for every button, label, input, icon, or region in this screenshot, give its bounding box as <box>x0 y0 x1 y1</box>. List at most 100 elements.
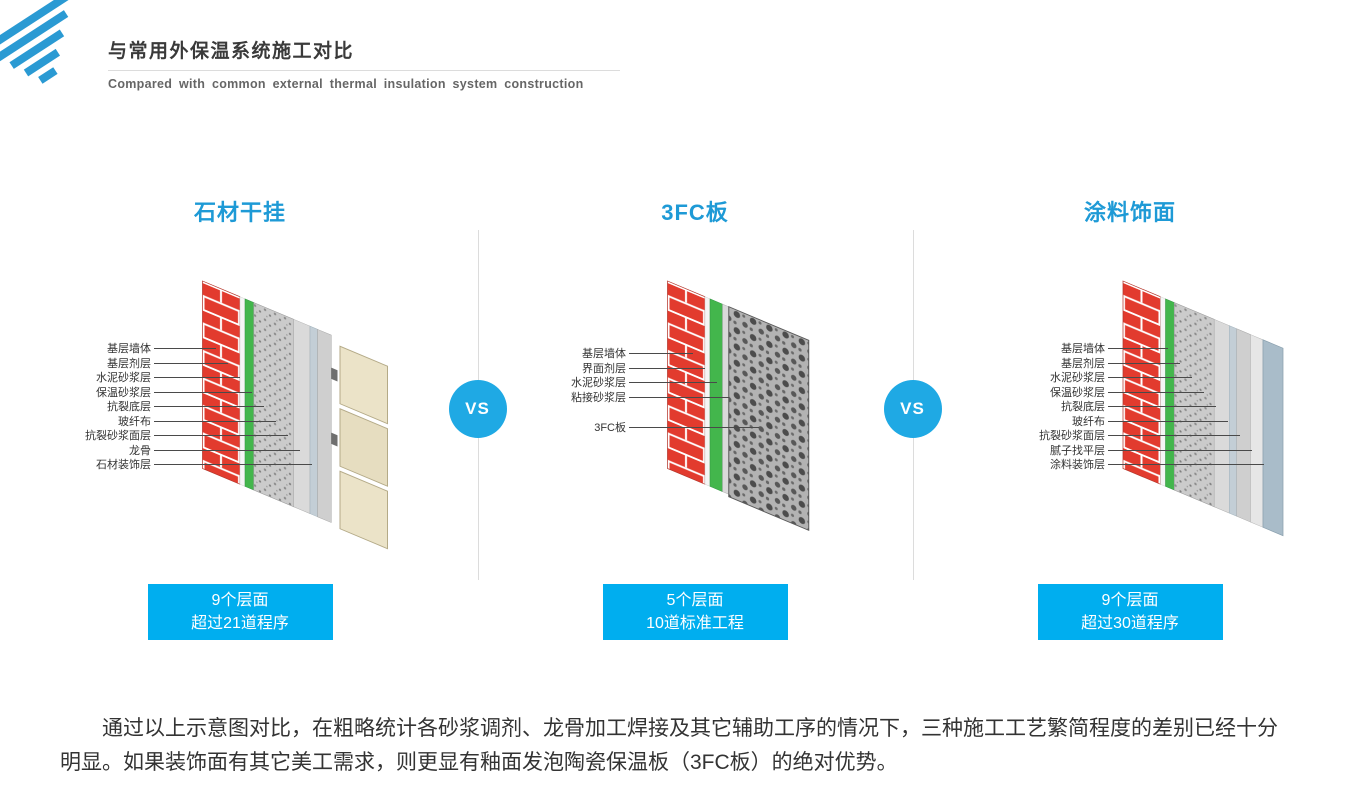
layer-label-row: 抗裂底层 <box>1017 399 1216 414</box>
layer-label-row: 基层剂层 <box>63 356 228 371</box>
layer-label-row: 界面剂层 <box>538 361 705 376</box>
layer-label-row: 腻子找平层 <box>1017 443 1252 458</box>
layer-label: 基层墙体 <box>107 343 151 356</box>
badge-line1: 9个层面 <box>1101 592 1159 609</box>
pointer-line <box>1108 449 1252 451</box>
wall-illustration-paint-finish <box>1122 280 1284 537</box>
pointer-line <box>629 353 693 354</box>
layer-label-row: 基层剂层 <box>1017 356 1180 371</box>
pointer-line <box>1108 377 1192 378</box>
pointer-line <box>154 348 216 349</box>
pointer-line <box>1108 464 1264 465</box>
layer-labels-3fc: 基层墙体 界面剂层 水泥砂浆层 粘接砂浆层 3FC板 <box>538 346 759 435</box>
layer-label-row: 玻纤布 <box>1017 414 1228 429</box>
process-count-badge-stone: 9个层面 超过21道程序 <box>147 584 333 641</box>
layer-label-row: 玻纤布 <box>63 414 276 429</box>
layer-label: 抗裂砂浆面层 <box>1039 430 1105 443</box>
layer-label-row: 基层墙体 <box>1017 341 1168 356</box>
diagram-paint: 基层墙体 基层剂层 水泥砂浆层 保温砂浆层 抗裂底层 玻纤布 抗裂砂浆面层 腻子… <box>965 241 1295 571</box>
pointer-line <box>1108 406 1216 407</box>
layer-label: 基层墙体 <box>582 348 626 361</box>
layer-label-row: 抗裂砂浆面层 <box>1017 428 1240 443</box>
header-divider <box>108 70 620 71</box>
pointer-line <box>629 396 729 398</box>
panel-stone-cladding: 石材干挂 基层墙体 基层剂层 水泥砂浆层 保温砂浆层 抗裂底层 玻纤布 抗裂砂浆… <box>55 195 425 641</box>
company-logo-icon <box>0 0 73 84</box>
layer-label-row: 保温砂浆层 <box>63 385 252 400</box>
layer-label: 玻纤布 <box>118 415 151 428</box>
layer-label-row: 基层墙体 <box>538 346 693 361</box>
layer-label: 基层剂层 <box>107 357 151 370</box>
badge-line2: 10道标准工程 <box>646 615 744 633</box>
layer-label: 水泥砂浆层 <box>1050 372 1105 385</box>
layer-label: 3FC板 <box>594 422 626 435</box>
badge-line2: 超过21道程序 <box>191 615 289 633</box>
diagram-stone: 基层墙体 基层剂层 水泥砂浆层 保温砂浆层 抗裂底层 玻纤布 抗裂砂浆面层 龙骨… <box>55 241 425 571</box>
layer-label-row: 水泥砂浆层 <box>538 375 717 390</box>
vs-badge: VS <box>448 380 507 438</box>
pointer-line <box>154 420 276 422</box>
panel-3fc-board: 3FC板 基层墙体 界面剂层 水泥砂浆层 粘接砂浆层 3FC板 <box>530 195 860 641</box>
vs-divider-1: VS <box>425 195 530 615</box>
wall-illustration-3fc-board <box>667 280 810 532</box>
pointer-line <box>154 377 240 378</box>
panel-title-3fc: 3FC板 <box>661 200 729 225</box>
page-subtitle: Compared with common external thermal in… <box>108 77 584 91</box>
layer-label-row: 粘接砂浆层 <box>538 390 729 405</box>
panel-title-paint: 涂料饰面 <box>1083 200 1176 225</box>
layer-label: 抗裂底层 <box>107 401 151 414</box>
pointer-line <box>154 406 264 407</box>
process-count-badge-3fc: 5个层面 10道标准工程 <box>602 584 788 641</box>
layer-label: 龙骨 <box>129 444 151 457</box>
layer-label: 保温砂浆层 <box>96 386 151 399</box>
layer-label-row: 石材装饰层 <box>63 457 312 472</box>
layer-label: 腻子找平层 <box>1050 444 1105 457</box>
badge-line2: 超过30道程序 <box>1081 615 1179 633</box>
layer-label: 界面剂层 <box>582 362 626 375</box>
pointer-line <box>154 435 288 436</box>
pointer-line <box>629 427 759 428</box>
page-header: 与常用外保温系统施工对比 Compared with common extern… <box>0 0 620 100</box>
pointer-line <box>1108 435 1240 436</box>
layer-label-row: 龙骨 <box>63 443 300 458</box>
layer-label-row: 涂料装饰层 <box>1017 457 1264 472</box>
layer-label: 石材装饰层 <box>96 459 151 472</box>
layer-label-row: 3FC板 <box>538 420 759 435</box>
summary-paragraph: 通过以上示意图对比，在粗略统计各砂浆调剂、龙骨加工焊接及其它辅助工序的情况下，三… <box>60 717 1278 775</box>
pointer-line <box>154 464 312 465</box>
layer-label-row: 抗裂底层 <box>63 399 264 414</box>
pointer-line <box>154 391 252 393</box>
layer-label: 玻纤布 <box>1072 415 1105 428</box>
layer-label-row: 水泥砂浆层 <box>63 370 240 385</box>
layer-label-row: 保温砂浆层 <box>1017 385 1204 400</box>
layer-label: 抗裂砂浆面层 <box>85 430 151 443</box>
vs-badge: VS <box>883 380 942 438</box>
vs-divider-2: VS <box>860 195 965 615</box>
panel-title-stone: 石材干挂 <box>193 200 286 225</box>
badge-line1: 5个层面 <box>666 592 724 609</box>
layer-label: 水泥砂浆层 <box>571 377 626 390</box>
pointer-line <box>1108 362 1180 364</box>
diagram-3fc: 基层墙体 界面剂层 水泥砂浆层 粘接砂浆层 3FC板 <box>530 241 860 571</box>
layer-label: 粘接砂浆层 <box>571 391 626 404</box>
panel-paint-finish: 涂料饰面 基层墙体 基层剂层 水泥砂浆层 保温砂浆层 抗裂底层 玻纤布 抗裂砂浆… <box>965 195 1295 641</box>
layer-labels-paint: 基层墙体 基层剂层 水泥砂浆层 保温砂浆层 抗裂底层 玻纤布 抗裂砂浆面层 腻子… <box>1017 341 1264 472</box>
layer-label: 保温砂浆层 <box>1050 386 1105 399</box>
layer-label-row: 水泥砂浆层 <box>1017 370 1192 385</box>
pointer-line <box>1108 391 1204 393</box>
pointer-line <box>1108 420 1228 422</box>
layer-label: 水泥砂浆层 <box>96 372 151 385</box>
layer-label: 基层墙体 <box>1061 343 1105 356</box>
comparison-row: 石材干挂 基层墙体 基层剂层 水泥砂浆层 保温砂浆层 抗裂底层 玻纤布 抗裂砂浆… <box>0 195 1350 641</box>
layer-label: 涂料装饰层 <box>1050 459 1105 472</box>
pointer-line <box>629 382 717 383</box>
layer-label-row: 抗裂砂浆面层 <box>63 428 288 443</box>
process-count-badge-paint: 9个层面 超过30道程序 <box>1037 584 1223 641</box>
pointer-line <box>154 449 300 451</box>
wall-illustration-stone-cladding <box>202 280 388 550</box>
header-text-block: 与常用外保温系统施工对比 Compared with common extern… <box>108 0 620 100</box>
pointer-line <box>1108 348 1168 349</box>
pointer-line <box>629 367 705 369</box>
page-title: 与常用外保温系统施工对比 <box>108 41 355 62</box>
pointer-line <box>154 362 228 364</box>
